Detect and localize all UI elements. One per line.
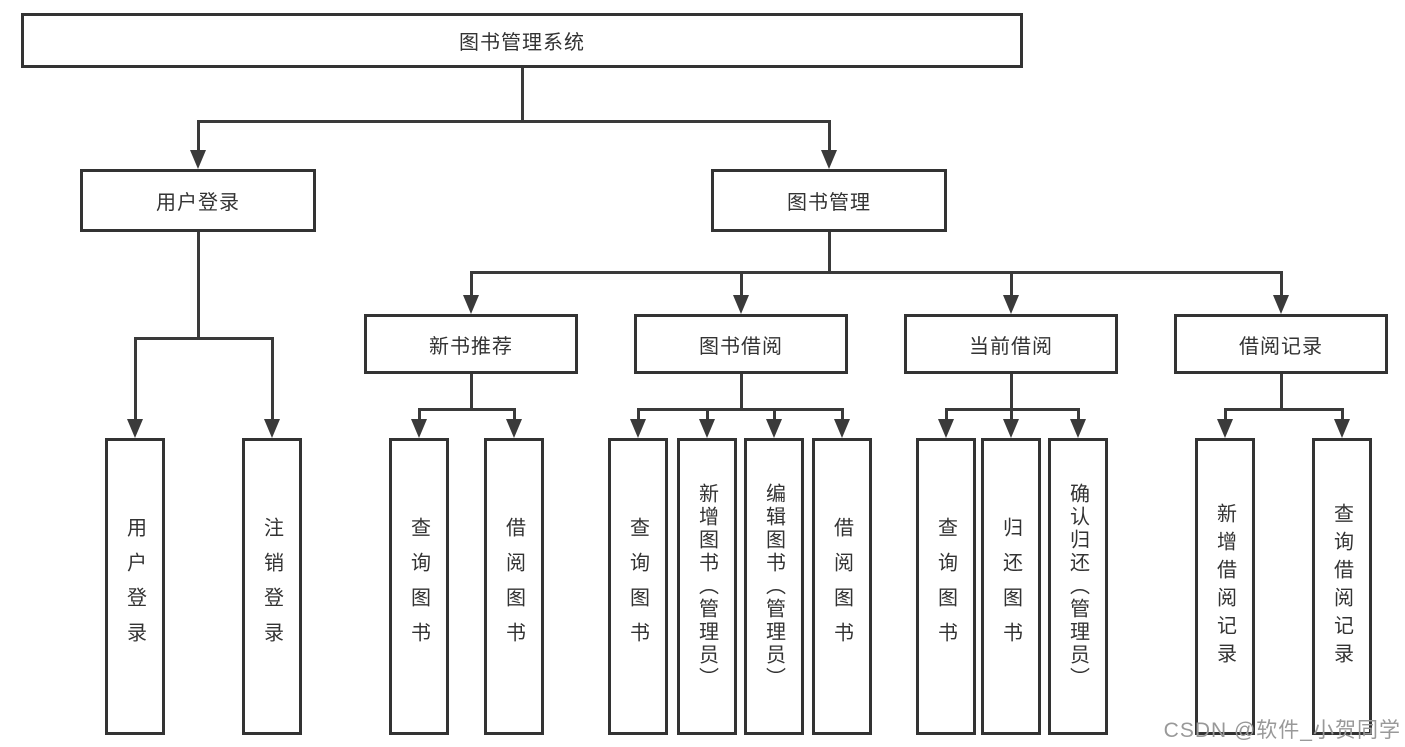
connector-line: [1223, 408, 1344, 411]
connector-line: [1009, 374, 1013, 411]
arrow-down-icon: [1003, 295, 1019, 314]
connector-line: [133, 337, 137, 420]
connector-line: [739, 374, 743, 411]
arrow-down-icon: [1217, 419, 1233, 438]
arrow-down-icon: [1273, 295, 1289, 314]
leaf-edit-books-admin: 编辑图书（管理员）: [744, 438, 804, 735]
connector-line: [827, 232, 831, 274]
arrow-down-icon: [1070, 419, 1086, 438]
connector-line: [636, 408, 640, 420]
arrow-down-icon: [190, 150, 206, 169]
leaf-query-books: 查询图书: [389, 438, 449, 735]
connector-line: [512, 408, 516, 420]
node-root-library-system: 图书管理系统: [21, 13, 1023, 68]
connector-line: [196, 232, 200, 340]
arrow-down-icon: [411, 419, 427, 438]
connector-line: [469, 271, 1283, 274]
arrow-down-icon: [630, 419, 646, 438]
connector-line: [772, 408, 776, 420]
arrow-down-icon: [463, 295, 479, 314]
node-new-book-recommend: 新书推荐: [364, 314, 578, 374]
arrow-down-icon: [506, 419, 522, 438]
leaf-borrow-books: 借阅图书: [484, 438, 544, 735]
connector-line: [1279, 374, 1283, 411]
leaf-confirm-return-admin: 确认归还（管理员）: [1048, 438, 1108, 735]
arrow-down-icon: [264, 419, 280, 438]
connector-line: [636, 408, 844, 411]
node-borrow-records: 借阅记录: [1174, 314, 1388, 374]
connector-line: [944, 408, 948, 420]
arrow-down-icon: [127, 419, 143, 438]
connector-line: [840, 408, 844, 420]
node-book-management: 图书管理: [711, 169, 947, 232]
arrow-down-icon: [699, 419, 715, 438]
connector-line: [469, 374, 473, 411]
connector-line: [1009, 408, 1013, 420]
node-user-login: 用户登录: [80, 169, 316, 232]
leaf-query-books: 查询图书: [608, 438, 668, 735]
connector-line: [739, 271, 743, 296]
connector-line: [270, 337, 274, 420]
arrow-down-icon: [834, 419, 850, 438]
leaf-logout: 注销登录: [242, 438, 302, 735]
connector-line: [520, 68, 524, 123]
leaf-user-login: 用户登录: [105, 438, 165, 735]
connector-line: [1009, 271, 1013, 296]
node-book-borrow: 图书借阅: [634, 314, 848, 374]
connector-line: [417, 408, 421, 420]
leaf-return-books: 归还图书: [981, 438, 1041, 735]
leaf-query-borrow-record: 查询借阅记录: [1312, 438, 1372, 735]
connector-line: [1223, 408, 1227, 420]
leaf-add-books-admin: 新增图书（管理员）: [677, 438, 737, 735]
arrow-down-icon: [821, 150, 837, 169]
connector-line: [705, 408, 709, 420]
connector-line: [827, 120, 831, 151]
arrow-down-icon: [938, 419, 954, 438]
connector-line: [469, 271, 473, 296]
arrow-down-icon: [733, 295, 749, 314]
connector-line: [133, 337, 274, 340]
arrow-down-icon: [1334, 419, 1350, 438]
connector-line: [1340, 408, 1344, 420]
arrow-down-icon: [766, 419, 782, 438]
connector-line: [196, 120, 200, 151]
connector-line: [417, 408, 516, 411]
connector-line: [196, 120, 831, 123]
connector-line: [1076, 408, 1080, 420]
csdn-watermark: CSDN @软件_小贺同学: [1163, 719, 1401, 742]
arrow-down-icon: [1003, 419, 1019, 438]
leaf-add-borrow-record: 新增借阅记录: [1195, 438, 1255, 735]
connector-line: [1279, 271, 1283, 296]
leaf-borrow-books: 借阅图书: [812, 438, 872, 735]
leaf-query-books: 查询图书: [916, 438, 976, 735]
node-current-borrow: 当前借阅: [904, 314, 1118, 374]
